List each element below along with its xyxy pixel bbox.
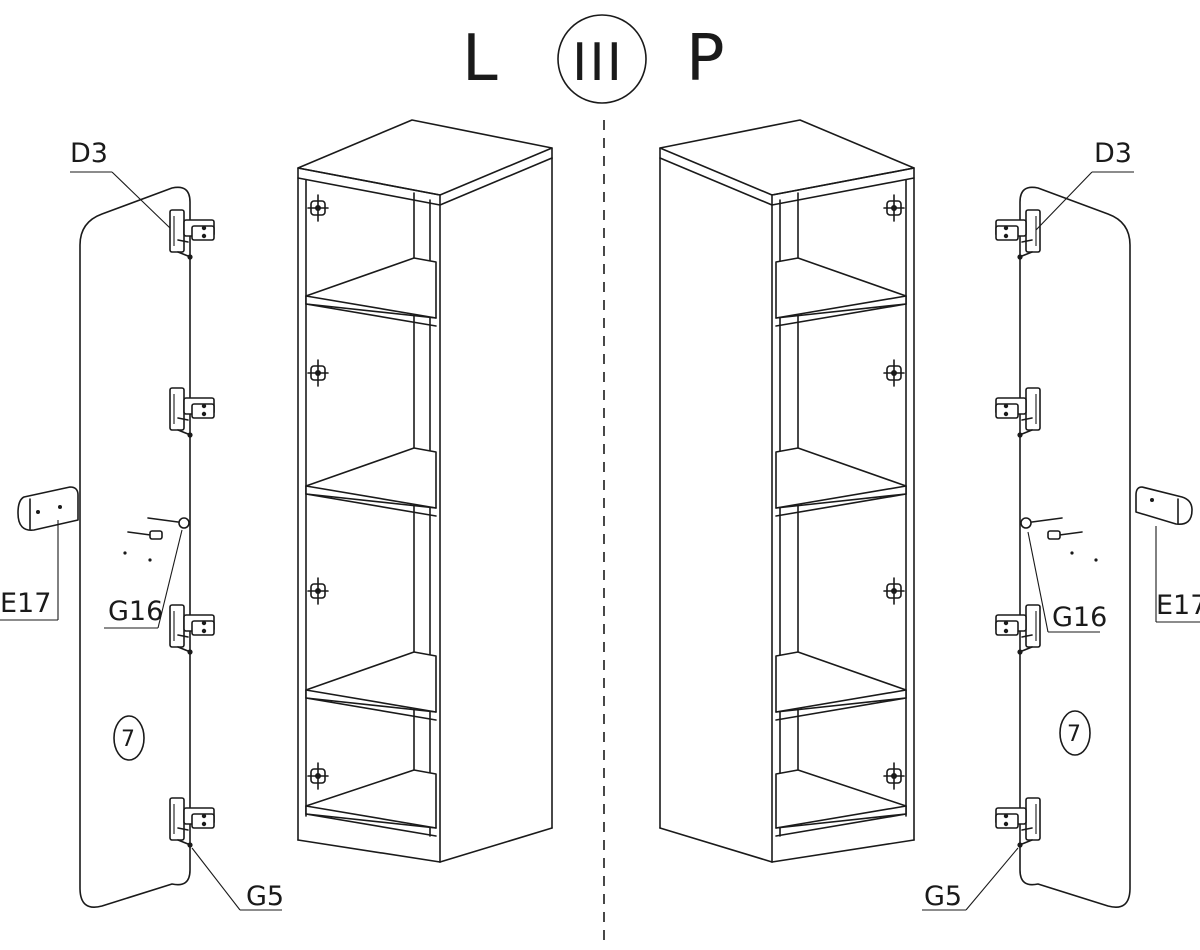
left-label-hinge: D3	[70, 138, 171, 229]
svg-text:E17: E17	[1156, 590, 1200, 621]
right-cabinet	[659, 119, 915, 863]
right-door: 7	[995, 186, 1131, 908]
right-label-screw-small: G5	[922, 847, 1019, 912]
step-circle	[557, 14, 647, 104]
svg-text:G5: G5	[246, 881, 284, 912]
svg-text:G5: G5	[924, 881, 962, 912]
left-hinge-4	[169, 797, 215, 849]
left-hinge-3	[169, 604, 215, 656]
left-label-screw-handle: G16	[104, 529, 183, 629]
left-handle-screws	[123, 517, 190, 562]
step-numeral: III	[572, 33, 624, 93]
left-door: 7	[79, 186, 215, 908]
svg-text:D3: D3	[1094, 138, 1132, 169]
left-label-handle: E17	[0, 520, 59, 621]
right-label-screw-handle: G16	[1027, 531, 1107, 633]
svg-text:G16: G16	[1052, 602, 1107, 633]
right-door-number: 7	[1067, 722, 1081, 747]
right-handle	[1135, 486, 1193, 526]
svg-text:E17: E17	[0, 588, 51, 619]
right-label-hinge: D3	[1035, 138, 1134, 231]
right-door-number-circle	[1059, 710, 1091, 756]
svg-text:G16: G16	[108, 596, 163, 627]
left-label-screw-small: G5	[191, 847, 284, 912]
left-hinge-2	[169, 387, 215, 439]
left-variant-letter: L	[462, 22, 498, 96]
right-variant-letter: P	[686, 22, 725, 96]
right-handle-screws	[1020, 517, 1098, 562]
left-hinge-1	[169, 209, 215, 261]
left-door-number: 7	[121, 727, 135, 752]
right-label-handle: E17	[1155, 526, 1200, 623]
left-handle	[17, 486, 79, 531]
left-door-number-circle	[113, 715, 145, 761]
left-cabinet	[297, 119, 553, 863]
svg-text:D3: D3	[70, 138, 108, 169]
